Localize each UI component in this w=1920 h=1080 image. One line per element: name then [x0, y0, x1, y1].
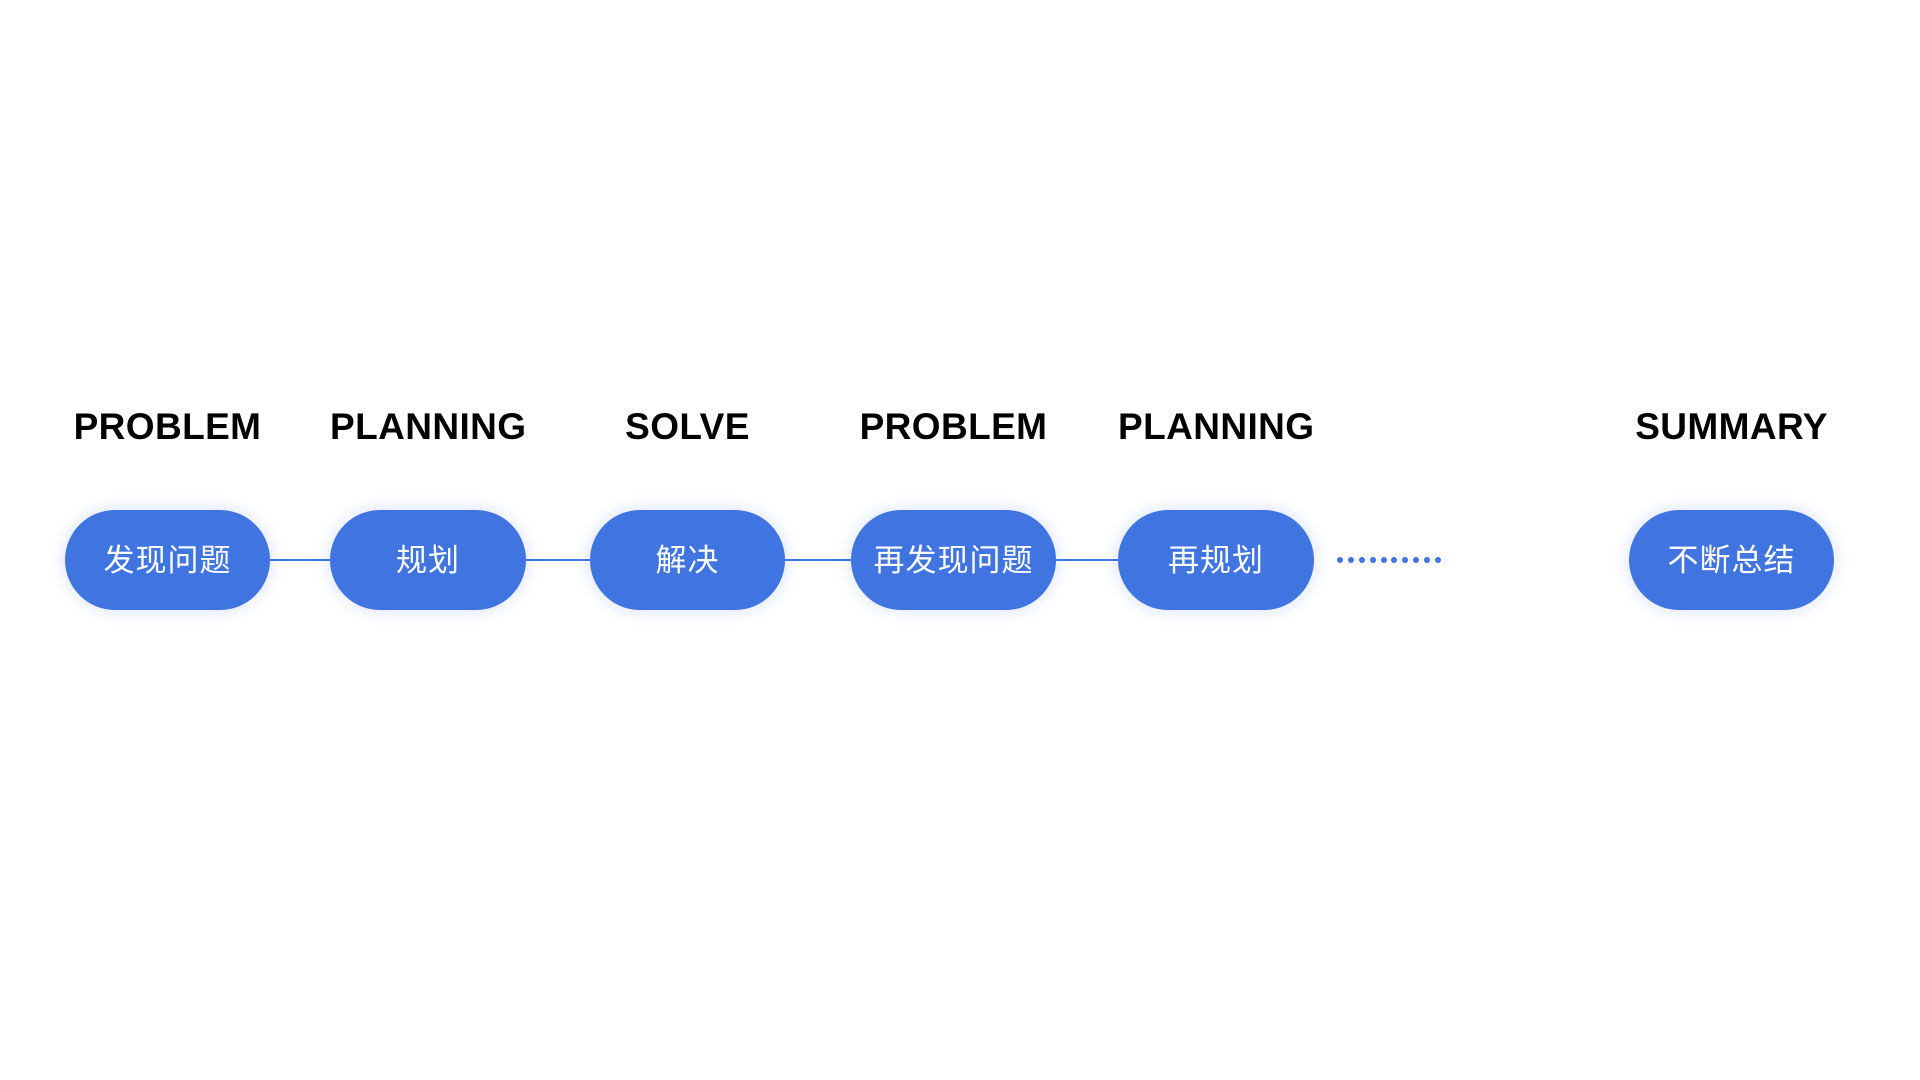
node-pill-rediscover-problem[interactable]: 再发现问题 — [851, 510, 1056, 610]
connector-dot — [1337, 556, 1343, 563]
node-pill-discover-problem[interactable]: 发现问题 — [65, 510, 270, 610]
connector-dot — [1369, 556, 1376, 563]
stage-caption-planning-1: PLANNING — [330, 406, 527, 447]
connector-dot — [1434, 556, 1441, 563]
connector-dotted-continuation — [1337, 556, 1441, 563]
stage-caption-problem-2: PROBLEM — [859, 406, 1048, 447]
node-label: 规划 — [396, 542, 460, 578]
connector-dot — [1413, 556, 1420, 563]
stage-caption-planning-2: PLANNING — [1118, 406, 1315, 447]
stage-caption-problem-1: PROBLEM — [73, 406, 262, 447]
node-pill-continuous-summary[interactable]: 不断总结 — [1629, 510, 1834, 610]
connector-1 — [270, 559, 330, 561]
node-label: 再规划 — [1168, 542, 1264, 578]
node-label: 解决 — [655, 542, 720, 578]
node-label: 再发现问题 — [873, 542, 1034, 578]
node-pill-replanning[interactable]: 再规划 — [1118, 510, 1314, 610]
node-label: 发现问题 — [103, 542, 232, 578]
connector-dot — [1391, 556, 1398, 563]
connector-4 — [1056, 559, 1118, 561]
node-pill-solve[interactable]: 解决 — [590, 510, 785, 610]
connector-dot — [1358, 556, 1365, 563]
stage-caption-solve: SOLVE — [625, 406, 750, 447]
connector-3 — [785, 559, 851, 561]
connector-dot — [1402, 556, 1409, 563]
connector-dot — [1347, 556, 1354, 563]
connector-dot — [1424, 556, 1430, 563]
connector-dot — [1380, 556, 1387, 563]
stage-caption-summary: SUMMARY — [1635, 406, 1828, 447]
node-pill-planning[interactable]: 规划 — [330, 510, 526, 610]
node-label: 不断总结 — [1667, 542, 1796, 578]
connector-2 — [526, 559, 590, 561]
